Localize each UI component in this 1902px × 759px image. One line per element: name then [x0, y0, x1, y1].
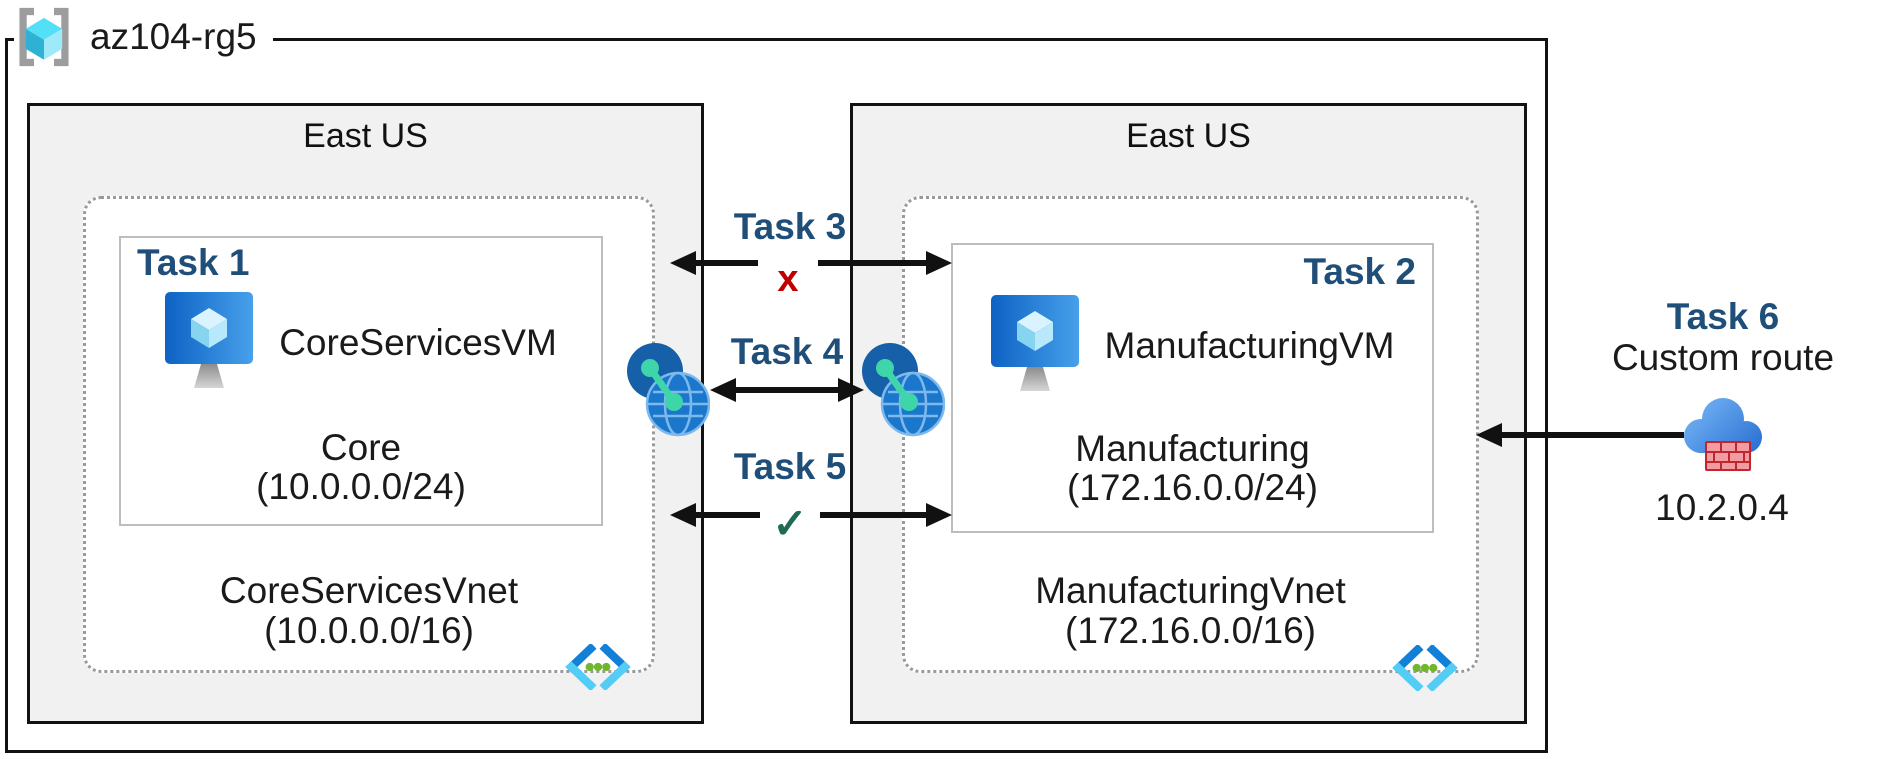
task3-blocked-mark: x: [777, 258, 799, 300]
task5-allowed-mark: ✓: [772, 500, 808, 547]
subnet-box-core: Task 1 CoreServicesVM Core: [119, 236, 603, 526]
region-label-right: East US: [1126, 117, 1251, 155]
vnet-icon: [565, 644, 631, 690]
resource-group-name: az104-rg5: [90, 16, 257, 57]
resource-group-header: az104-rg5: [14, 3, 273, 71]
virtual-machine-icon: [990, 295, 1079, 391]
vm-name: CoreServicesVM: [279, 322, 557, 363]
nva-cloud-firewall-icon: [1684, 398, 1762, 471]
vnet-label-manufacturing: ManufacturingVnet (172.16.0.0/16): [902, 571, 1479, 651]
subnet-cidr-text: (10.0.0.0/24): [256, 466, 466, 507]
vnet-peering-icon-left: [627, 343, 710, 437]
resource-group-box: [5, 38, 1548, 753]
task3-label: Task 3: [733, 206, 847, 247]
vnet-cidr-text: (10.0.0.0/16): [264, 610, 474, 651]
task6-label: Task 6: [1666, 296, 1780, 337]
vm-row-manufacturing: ManufacturingVM: [953, 295, 1432, 397]
region-label-left: East US: [303, 117, 428, 155]
task5-label: Task 5: [733, 446, 847, 487]
vm-row-coreservices: CoreServicesVM: [121, 292, 601, 394]
subnet-name-text: Manufacturing: [1075, 428, 1310, 469]
nva-ip-address: 10.2.0.4: [1655, 487, 1789, 528]
custom-route-label: Custom route: [1611, 337, 1835, 378]
vnet-label-coreservices: CoreServicesVnet (10.0.0.0/16): [83, 571, 655, 651]
task4-label: Task 4: [730, 331, 844, 372]
vm-name: ManufacturingVM: [1104, 325, 1395, 366]
vnet-name-text: CoreServicesVnet: [219, 570, 519, 611]
vnet-peering-icon-right: [862, 343, 945, 437]
vnet-icon: [1392, 645, 1458, 691]
subnet-label-core: Core (10.0.0.0/24): [121, 428, 601, 506]
subnet-label-manufacturing: Manufacturing (172.16.0.0/24): [953, 429, 1432, 507]
subnet-box-manufacturing: Task 2 ManufacturingVM Manufacturing (17…: [951, 243, 1434, 533]
task2-label: Task 2: [1303, 251, 1416, 292]
subnet-cidr-text: (172.16.0.0/24): [1067, 467, 1318, 508]
virtual-machine-icon: [165, 292, 254, 388]
vnet-cidr-text: (172.16.0.0/16): [1065, 610, 1316, 651]
task1-label: Task 1: [137, 242, 250, 283]
resource-group-icon: [19, 7, 69, 67]
task6-block: Task 6 Custom route: [1598, 297, 1848, 379]
subnet-name-text: Core: [320, 427, 402, 468]
vnet-name-text: ManufacturingVnet: [1035, 570, 1346, 611]
